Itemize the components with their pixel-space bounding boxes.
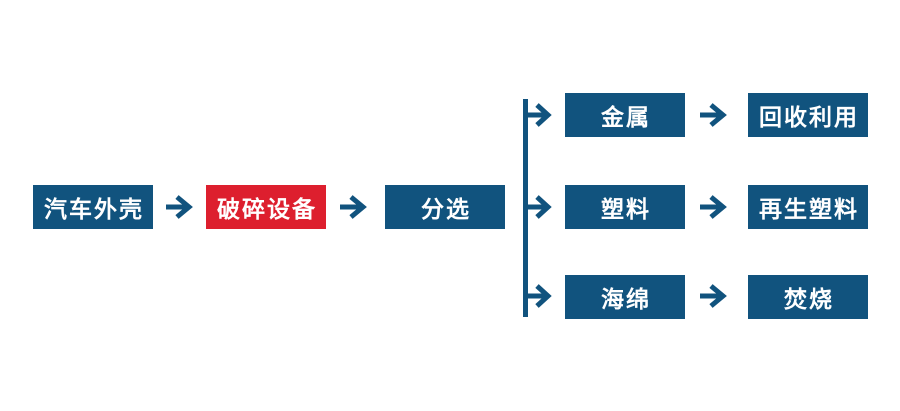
arrow-right-icon [527, 284, 552, 308]
arrow-right-icon [527, 103, 552, 127]
node-recycling: 回收利用 [748, 93, 868, 137]
branch-connector-line [523, 99, 528, 317]
arrow-right-icon [166, 195, 193, 219]
arrow-right-icon [700, 195, 727, 219]
node-sponge: 海绵 [565, 275, 685, 319]
arrow-right-icon [700, 284, 727, 308]
arrow-right-icon [700, 103, 727, 127]
arrow-right-icon [340, 195, 367, 219]
node-incineration: 焚烧 [748, 275, 868, 319]
node-crushing-equipment: 破碎设备 [206, 185, 326, 229]
node-car-shell: 汽车外壳 [33, 185, 153, 229]
node-recycled-plastic: 再生塑料 [748, 185, 868, 229]
node-plastic: 塑料 [565, 185, 685, 229]
arrow-right-icon [527, 195, 552, 219]
node-sorting: 分选 [385, 185, 505, 229]
node-metal: 金属 [565, 93, 685, 137]
